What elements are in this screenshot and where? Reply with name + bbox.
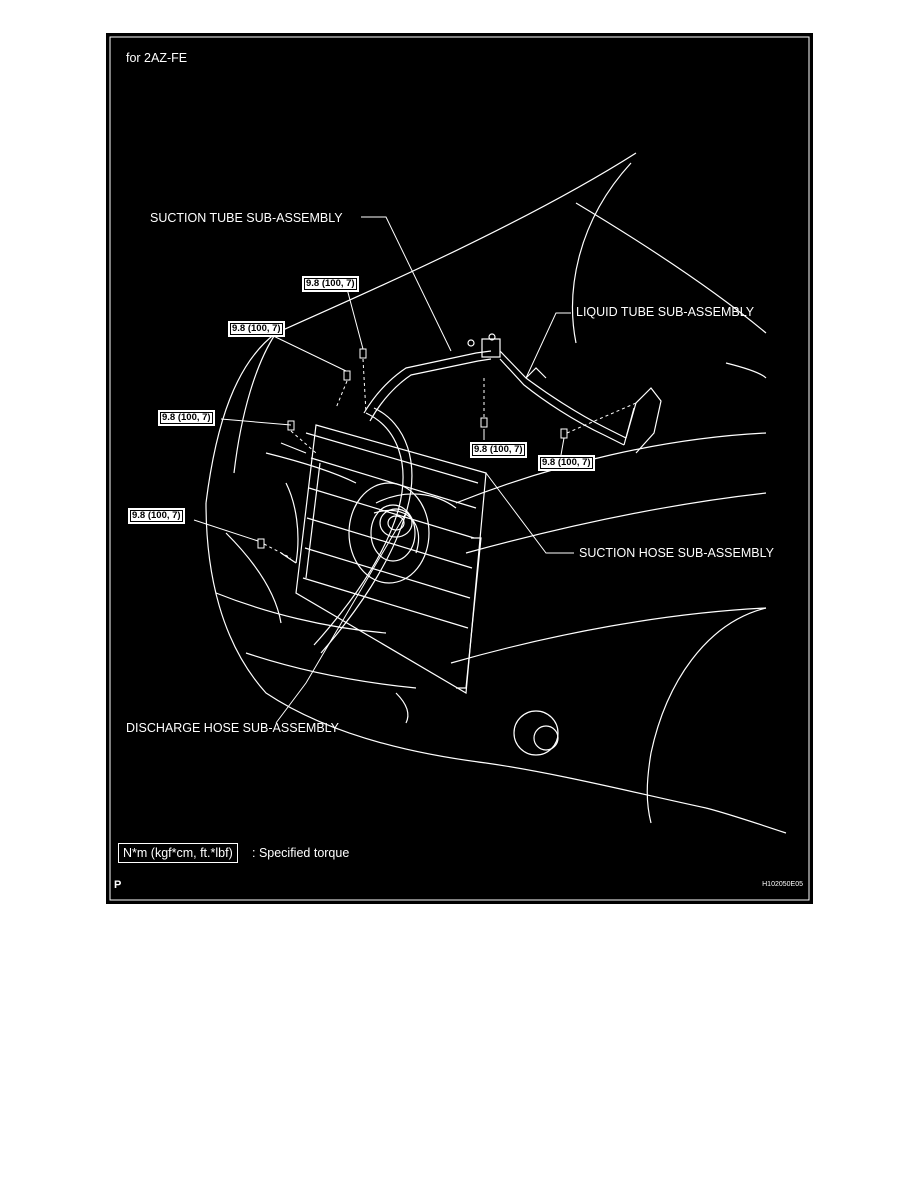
engine-variant-label: for 2AZ-FE [126,51,188,65]
suction-hose-label: SUCTION HOSE SUB-ASSEMBLY [579,546,774,560]
torque-label: 9.8 (100, 7) [228,321,285,337]
bolt-icons [257,348,568,549]
condenser-assembly [280,424,487,694]
torque-label: 9.8 (100, 7) [538,455,595,471]
torque-label: 9.8 (100, 7) [158,410,215,426]
torque-legend-text: : Specified torque [252,846,350,860]
corner-letter: P [114,879,122,891]
figure-frame [109,36,810,901]
liquid-tube-label: LIQUID TUBE SUB-ASSEMBLY [576,305,755,319]
discharge-hose-label: DISCHARGE HOSE SUB-ASSEMBLY [126,721,340,735]
suction-hose-drawing [375,493,457,538]
torque-label: 9.8 (100, 7) [470,442,527,458]
suction-tube-drawing [363,333,501,422]
leader-lines [193,216,574,724]
diagram-drawing [109,36,810,901]
suction-tube-label: SUCTION TUBE SUB-ASSEMBLY [150,211,343,225]
torque-label: 9.8 (100, 7) [128,508,185,524]
liquid-tube-drawing [499,350,662,454]
vehicle-body-outline [205,152,787,834]
figure-code: H102050E05 [762,881,803,888]
torque-label: 9.8 (100, 7) [302,276,359,292]
diagram-figure: for 2AZ-FE SUCTION TUBE SUB-ASSEMBLY LIQ… [106,33,813,904]
torque-legend-unit: N*m (kgf*cm, ft.*lbf) [118,843,238,863]
bolt-dashed-guides [263,358,637,559]
